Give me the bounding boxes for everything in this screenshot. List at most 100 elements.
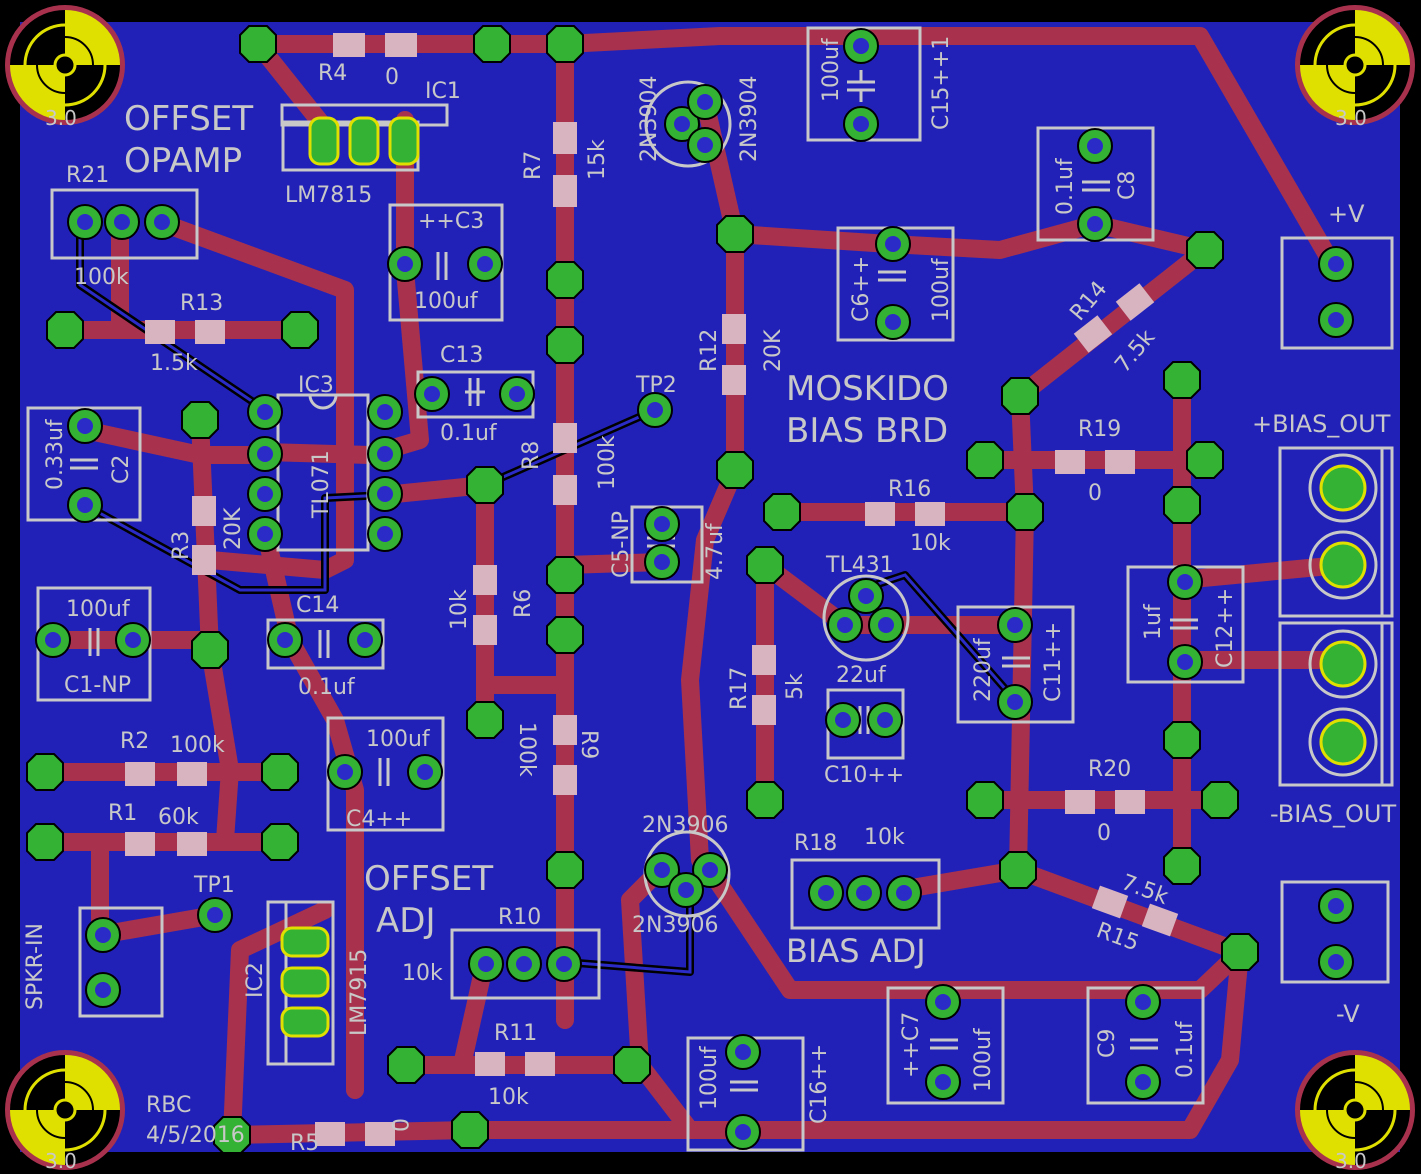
q1-value: 2N3904 [737, 76, 762, 162]
ic1-ref: IC1 [425, 79, 461, 104]
offset-adj-label-2: ADJ [376, 901, 435, 941]
r8-ref: R8 [519, 441, 544, 470]
ic2-ref: IC2 [243, 962, 268, 998]
c3-ref: ++C3 [418, 209, 484, 234]
q2-value: 2N3906 [632, 913, 718, 938]
c10-value: 22uf [836, 663, 887, 688]
r13-ref: R13 [180, 291, 223, 316]
c2-ref: C2 [109, 455, 134, 484]
resistor-bodies [125, 33, 1179, 1146]
c15-value: 100uf [819, 37, 844, 102]
c10-ref: C10++ [824, 763, 904, 788]
r21-value: 100k [74, 265, 129, 290]
ic3-ref: IC3 [298, 373, 334, 398]
r4-ref: R4 [318, 61, 347, 86]
spkr-in-label: SPKR-IN [23, 923, 48, 1010]
c14-value: 0.1uf [298, 675, 356, 700]
c6-ref: C6++ [849, 256, 874, 322]
r3-ref: R3 [169, 531, 194, 560]
r13-value: 1.5k [150, 351, 198, 376]
r19-ref: R19 [1078, 417, 1121, 442]
c12-value: 1uf [1141, 603, 1166, 640]
c3-value: 100uf [414, 289, 479, 314]
r19-value: 0 [1088, 481, 1102, 506]
r9-ref: R9 [576, 730, 601, 759]
author-label: RBC [146, 1093, 191, 1118]
regulator-pads [280, 116, 420, 1038]
r11-ref: R11 [494, 1021, 537, 1046]
c7-value: 100uf [971, 1027, 996, 1092]
c6-value: 100uf [929, 257, 954, 322]
r12-value: 20K [761, 329, 786, 372]
r4-value: 0 [385, 65, 399, 90]
c4-ref: C4++ [346, 807, 412, 832]
c9-ref: C9 [1095, 1029, 1120, 1058]
r16-ref: R16 [888, 477, 931, 502]
ic3-value: TL071 [309, 450, 334, 519]
tp1-ref: TP1 [193, 873, 235, 898]
ic2-value: LM7915 [347, 949, 372, 1036]
tl431-ref: TL431 [825, 553, 894, 578]
c2-value: 0.33uf [43, 418, 68, 490]
r2-value: 100k [170, 733, 225, 758]
r20-ref: R20 [1088, 757, 1131, 782]
c1-value: 100uf [66, 597, 131, 622]
r8-value: 100k [595, 435, 620, 490]
c12-ref: C12++ [1213, 588, 1238, 668]
r3-value: 20K [221, 507, 246, 550]
r6-ref: R6 [511, 589, 536, 618]
r18-ref: R18 [794, 831, 837, 856]
r9-value: 100k [514, 722, 539, 777]
c15-ref: C15++1 [929, 36, 954, 130]
c13-value: 0.1uf [440, 421, 498, 446]
c11-ref: C11++ [1041, 622, 1066, 702]
r21-ref: R21 [66, 163, 109, 188]
c8-value: 0.1uf [1053, 157, 1078, 215]
terminal-blocks [1308, 453, 1378, 777]
date-label: 4/5/2016 [146, 1123, 245, 1148]
r17-ref: R17 [727, 667, 752, 710]
plus-v-label: +V [1328, 200, 1365, 228]
offset-adj-label-1: OFFSET [364, 859, 493, 899]
c16-value: 100uf [697, 1045, 722, 1110]
c5-ref: C5-NP [609, 511, 634, 578]
mount-label-br: 3.0 [1335, 1149, 1367, 1173]
r17-value: 5k [783, 673, 808, 700]
r11-value: 10k [488, 1085, 529, 1110]
minus-v-label: -V [1336, 1000, 1360, 1028]
r10-ref: R10 [498, 905, 541, 930]
plus-bias-out-label: +BIAS_OUT [1252, 410, 1391, 438]
c9-value: 0.1uf [1173, 1020, 1198, 1078]
r18-value: 10k [864, 825, 905, 850]
c13-ref: C13 [440, 343, 483, 368]
minus-bias-out-label: -BIAS_OUT [1270, 800, 1396, 828]
c14-ref: C14 [296, 593, 339, 618]
mount-label-tl: 3.0 [45, 106, 77, 130]
c8-ref: C8 [1115, 171, 1140, 200]
r12-ref: R12 [697, 329, 722, 372]
c1-ref: C1-NP [64, 673, 131, 698]
r5-ref: R5 [290, 1131, 319, 1156]
r10-value: 10k [402, 961, 443, 986]
moskido-label-2: BIAS BRD [786, 411, 948, 451]
c5-value: 4.7uf [703, 522, 728, 580]
r1-ref: R1 [108, 801, 137, 826]
bias-adj-label: BIAS ADJ [786, 932, 926, 970]
r7-ref: R7 [521, 151, 546, 180]
q2-ref: 2N3906 [642, 813, 728, 838]
r2-ref: R2 [120, 729, 149, 754]
offset-opamp-label-2: OPAMP [124, 141, 242, 181]
c7-ref: ++C7 [899, 1012, 924, 1078]
r5-value: 0 [386, 1118, 411, 1132]
r6-value: 10k [447, 589, 472, 630]
q1-ref: 2N3904 [637, 76, 662, 162]
offset-opamp-label-1: OFFSET [124, 99, 253, 139]
r1-value: 60k [158, 805, 199, 830]
ic1-value: LM7815 [285, 183, 372, 208]
r20-value: 0 [1097, 821, 1111, 846]
tp2-ref: TP2 [635, 373, 677, 398]
c11-value: 220uf [971, 637, 996, 702]
r7-value: 15k [585, 139, 610, 180]
c16-ref: C16++ [807, 1044, 832, 1124]
